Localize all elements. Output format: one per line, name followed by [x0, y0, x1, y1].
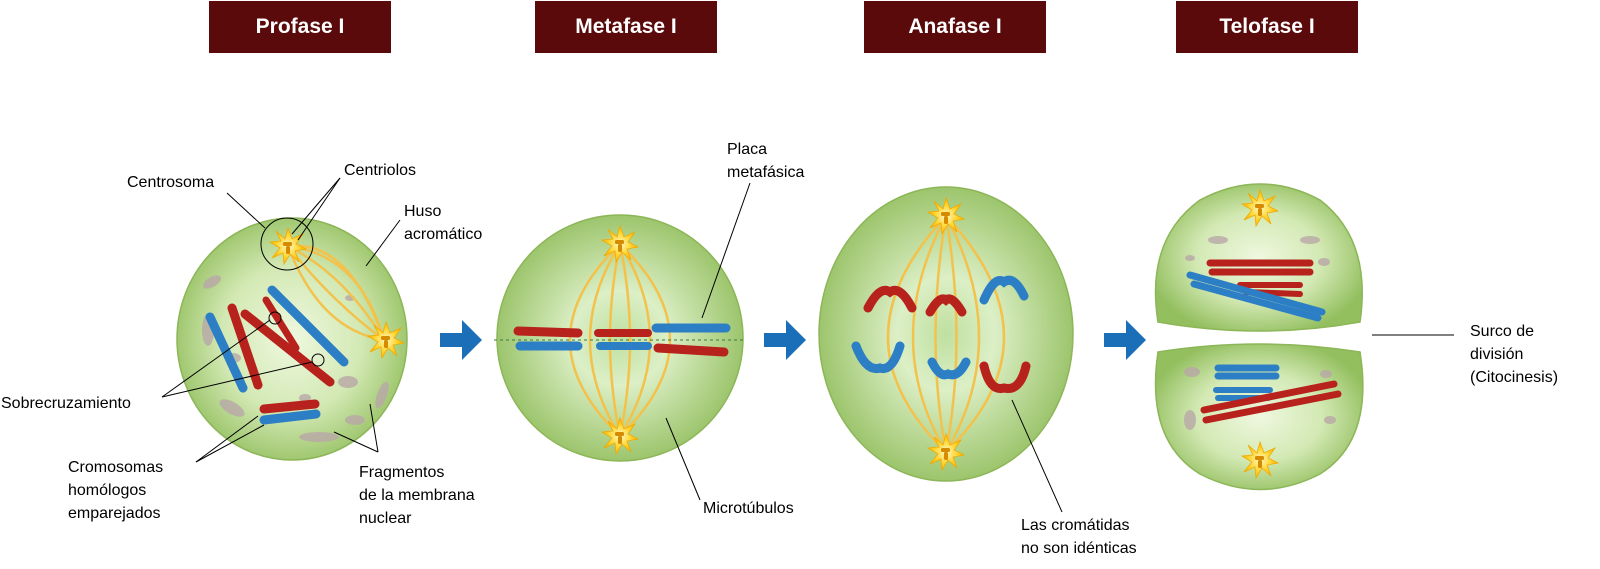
arrow-icon	[764, 320, 806, 360]
label-sobrecruzamiento: Sobrecruzamiento	[1, 395, 131, 412]
anafase-spindle	[886, 215, 1006, 453]
telofase-chromosomes	[1186, 259, 1342, 424]
stage-header-metafase: Metafase I	[535, 1, 717, 53]
metafase-cell	[494, 214, 744, 462]
membrane-fragments	[202, 275, 389, 442]
label-cromosomas-line: homólogos	[68, 482, 147, 499]
label-surco: Surco de división (Citocinesis)	[1470, 320, 1558, 389]
metafase-leaders	[665, 182, 751, 501]
label-cromatidas: Las cromátidas no son idénticas	[1021, 514, 1137, 560]
arrow-icon	[440, 320, 482, 360]
label-cromosomas-line: Cromosomas	[68, 459, 164, 476]
anafase-leaders	[1011, 399, 1063, 513]
label-cromosomas: Cromosomas homólogos emparejados	[68, 456, 163, 525]
label-centrosoma: Centrosoma	[127, 174, 215, 191]
label-placa-line: Placa	[727, 141, 768, 158]
label-surco-line: (Citocinesis)	[1470, 369, 1559, 386]
stage-header-anafase: Anafase I	[864, 1, 1046, 53]
profase-cell	[176, 217, 408, 461]
profase-leaders	[161, 177, 401, 463]
anafase-chromosomes	[851, 275, 1031, 394]
label-surco-line: división	[1470, 346, 1524, 363]
telofase-fragments	[1184, 236, 1336, 430]
label-fragmentos: Fragmentos de la membrana nuclear	[359, 461, 475, 530]
stage-header-profase: Profase I	[209, 1, 391, 53]
label-fragmentos-line: Fragmentos	[359, 464, 445, 481]
label-microtubulos: Microtúbulos	[703, 500, 794, 517]
label-cromosomas-line: emparejados	[68, 505, 161, 522]
label-cromatidas-line: Las cromátidas	[1021, 517, 1130, 534]
label-huso: Huso acromático	[404, 200, 482, 246]
stage-header-telofase: Telofase I	[1176, 1, 1358, 53]
label-surco-line: Surco de	[1470, 323, 1535, 340]
label-placa-line: metafásica	[727, 164, 805, 181]
label-huso-line: Huso	[404, 203, 442, 220]
label-centriolos: Centriolos	[344, 162, 417, 179]
label-cromatidas-line: no son idénticas	[1021, 540, 1137, 557]
profase-chromosomes	[205, 285, 349, 425]
telofase-cell	[1154, 183, 1364, 491]
label-fragmentos-line: nuclear	[359, 510, 412, 527]
label-huso-line: acromático	[404, 226, 483, 243]
label-fragmentos-line: de la membrana	[359, 487, 475, 504]
anafase-cell	[818, 186, 1074, 482]
metafase-chromosomes	[513, 323, 731, 357]
label-placa: Placa metafásica	[727, 138, 804, 184]
arrow-icon	[1104, 320, 1146, 360]
